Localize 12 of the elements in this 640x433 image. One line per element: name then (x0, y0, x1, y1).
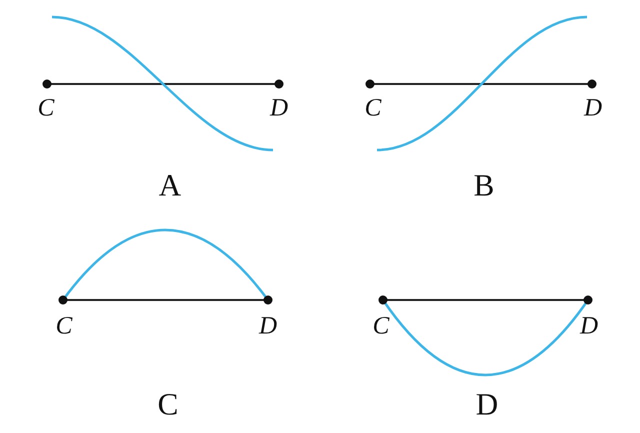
point-label: D (584, 96, 602, 120)
point-label: D (270, 96, 288, 120)
point-label: D (580, 314, 598, 338)
point-label: C (364, 96, 382, 120)
panel-label: C (158, 388, 178, 420)
panel-label: D (476, 388, 498, 420)
point-label: D (258, 314, 278, 338)
point-label: C (372, 314, 390, 338)
point-label: C (38, 96, 54, 120)
panel-label: B (474, 170, 494, 200)
panel-label: A (158, 170, 182, 200)
point-label: C (56, 314, 72, 338)
